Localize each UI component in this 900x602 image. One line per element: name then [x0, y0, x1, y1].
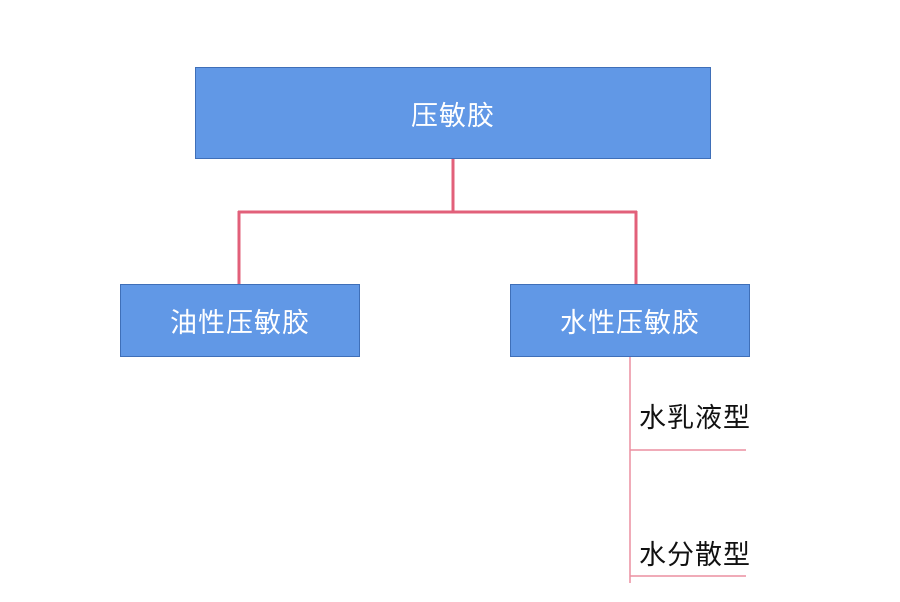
water-based-node-label: 水性压敏胶 — [560, 308, 700, 339]
water-based-node: 水性压敏胶 — [510, 284, 750, 357]
subtype-dispersion-label: 水分散型 — [639, 540, 751, 571]
oil-based-node-label: 油性压敏胶 — [170, 308, 310, 339]
oil-based-node: 油性压敏胶 — [120, 284, 360, 357]
root-node: 压敏胶 — [195, 67, 711, 159]
root-node-label: 压敏胶 — [411, 100, 495, 132]
subtype-emulsion-label: 水乳液型 — [639, 403, 751, 434]
